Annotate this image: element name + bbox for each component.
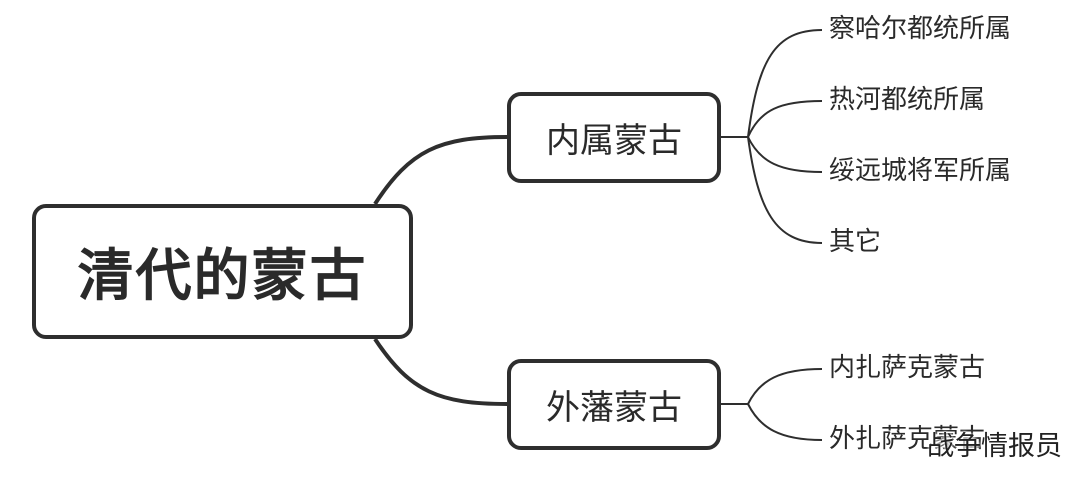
branch-label: 外藩蒙古 — [546, 388, 682, 428]
connector-inner-leaf-2 — [747, 100, 823, 138]
leaf-node: 察哈尔都统所属 — [829, 14, 1012, 44]
connector-inner-leaf-4 — [747, 136, 823, 244]
leaf-node: 其它 — [829, 227, 882, 257]
branch-node-inner-mongolia: 内属蒙古 — [507, 92, 721, 183]
connector-outer-leaf-2 — [747, 403, 823, 441]
leaf-node: 热河都统所属 — [829, 85, 986, 115]
branch-label: 内属蒙古 — [546, 121, 682, 161]
connector-outer-leaf-1 — [747, 368, 823, 405]
leaf-node: 内扎萨克蒙古 — [829, 353, 986, 383]
connector-root-to-inner — [373, 135, 508, 206]
connector-inner-leaf-3 — [747, 136, 823, 173]
connector-inner-leaf-1 — [747, 29, 823, 138]
root-node: 清代的蒙古 — [32, 204, 413, 339]
connector-root-to-outer — [373, 337, 508, 406]
watermark-text: 战争情报员 — [927, 431, 1062, 462]
branch-node-outer-mongolia: 外藩蒙古 — [507, 359, 721, 450]
root-label: 清代的蒙古 — [77, 244, 368, 309]
leaf-node: 外扎萨克蒙古 — [829, 424, 986, 454]
leaf-node: 绥远城将军所属 — [829, 156, 1012, 186]
